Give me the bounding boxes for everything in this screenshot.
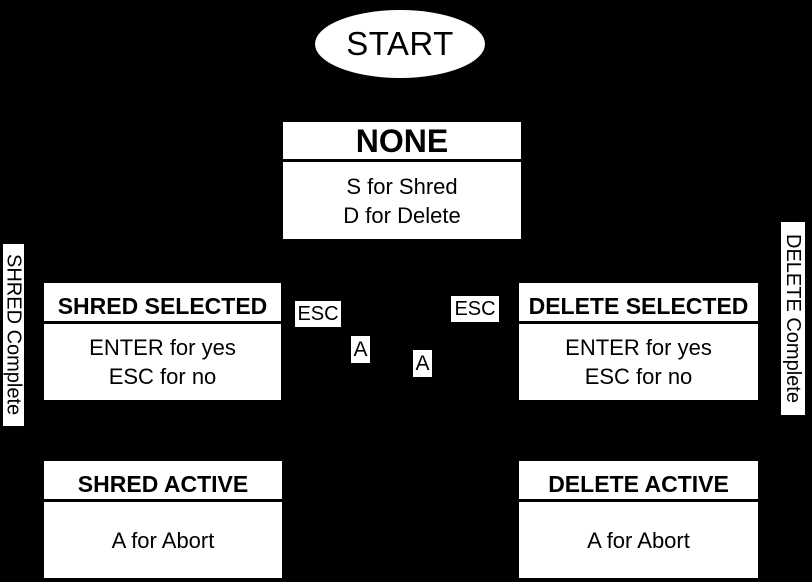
node-body-line: ESC for no	[108, 364, 217, 389]
node-body-line: D for Delete	[343, 202, 461, 228]
state-node-none: NONE S for Shred D for Delete	[283, 122, 521, 239]
edge-label-a-right: A	[413, 350, 432, 377]
edge-label-esc-right: ESC	[451, 296, 499, 322]
node-body: A for Abort	[519, 502, 758, 578]
state-start: START	[315, 10, 485, 78]
node-body-line: A for Abort	[111, 527, 215, 553]
state-node-delete-active: DELETE ACTIVE A for Abort	[519, 461, 758, 578]
edge-label-a-left: A	[351, 336, 370, 363]
state-node-shred-active: SHRED ACTIVE A for Abort	[44, 461, 282, 578]
node-body-line: ENTER for yes	[89, 335, 236, 360]
node-body-line: ENTER for yes	[565, 335, 712, 360]
node-body-line: S for Shred	[346, 173, 458, 199]
node-body: S for Shred D for Delete	[283, 162, 521, 239]
node-title: SHRED SELECTED	[44, 283, 281, 324]
node-title: NONE	[283, 122, 521, 162]
node-body: ENTER for yes ESC for no	[44, 324, 281, 400]
node-body: A for Abort	[44, 502, 282, 578]
node-body-line: ESC for no	[584, 364, 693, 389]
node-body-line: A for Abort	[587, 527, 690, 553]
state-node-delete-selected: DELETE SELECTED ENTER for yes ESC for no	[519, 283, 758, 400]
edge-label-shred-complete: SHRED Complete	[3, 244, 25, 426]
node-title: DELETE ACTIVE	[519, 461, 758, 502]
edge-label-delete-complete: DELETE Complete	[781, 222, 805, 415]
node-title: SHRED ACTIVE	[44, 461, 282, 502]
state-node-shred-selected: SHRED SELECTED ENTER for yes ESC for no	[44, 283, 281, 400]
start-label: START	[346, 25, 454, 62]
node-body: ENTER for yes ESC for no	[519, 324, 758, 400]
node-title: DELETE SELECTED	[519, 283, 758, 324]
edge-label-esc-left: ESC	[295, 301, 341, 327]
